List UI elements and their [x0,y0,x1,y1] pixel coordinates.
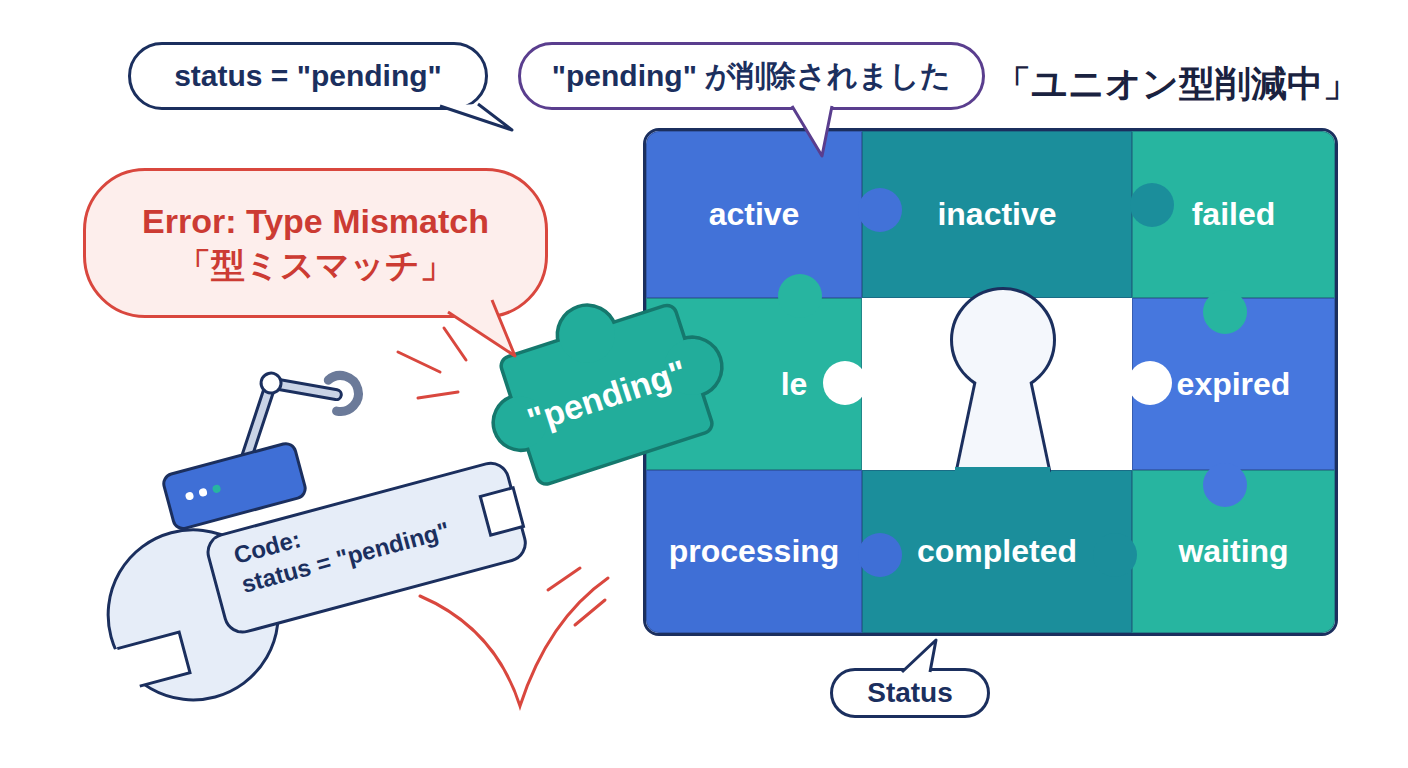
speech-bubble: "pending" が削除されました [518,42,985,110]
bubble-text: "pending" が削除されました [552,56,951,97]
piece-label: inactive [937,196,1056,233]
error-text: 「型ミスマッチ」 [177,243,454,287]
piece-part [552,300,623,371]
title-text: 「ユニオン型削減中」 [995,60,1395,109]
puzzle-knob [1203,463,1247,507]
robot-device [143,352,381,531]
piece-label: active [709,196,800,233]
wrench-jaw-edge [117,632,190,689]
puzzle-hole [823,361,867,405]
keyhole [953,290,1053,470]
wrench-handle [204,459,529,636]
piece-label: expired [1177,366,1291,403]
piece-label: failed [1192,196,1276,233]
piece-label: le [781,366,808,403]
bubble-text: status = "pending" [174,59,442,93]
error-bubble: Error: Type Mismatch「型ミスマッチ」 [83,168,548,318]
status-callout: Status [830,668,990,718]
puzzle-frame: active inactive failed le expired processing c… [643,128,1338,636]
bubble-tail [792,106,832,156]
puzzle-knob [778,274,822,318]
puzzle-piece: expired [1132,298,1335,470]
bubble-tail [902,640,936,672]
puzzle-hole [1128,361,1172,405]
speech-bubble: status = "pending" [128,42,488,110]
error-text: Error: Type Mismatch [142,199,489,243]
piece-label: waiting [1178,533,1288,570]
bubble-tail [440,104,512,130]
puzzle-piece: active [646,131,862,298]
puzzle-piece: completed [862,470,1132,633]
puzzle-knob [858,188,902,232]
puzzle-piece: failed [1132,131,1335,298]
puzzle-knob [858,533,902,577]
piece-label: processing [669,533,840,570]
puzzle-piece: processing [646,470,862,633]
puzzle-knob [1203,290,1247,334]
puzzle-piece: waiting [1132,470,1335,633]
wrench-notch [480,488,523,535]
piece-label: completed [917,533,1077,570]
wrench-jaw [90,632,190,696]
wrench-tool: Code: status = "pending" [44,365,556,735]
puzzle-knob [1093,533,1137,577]
puzzle-knob [1130,183,1174,227]
impact-sparks [398,328,608,706]
puzzle-piece: inactive [862,131,1132,298]
bubble-tail [448,300,515,356]
